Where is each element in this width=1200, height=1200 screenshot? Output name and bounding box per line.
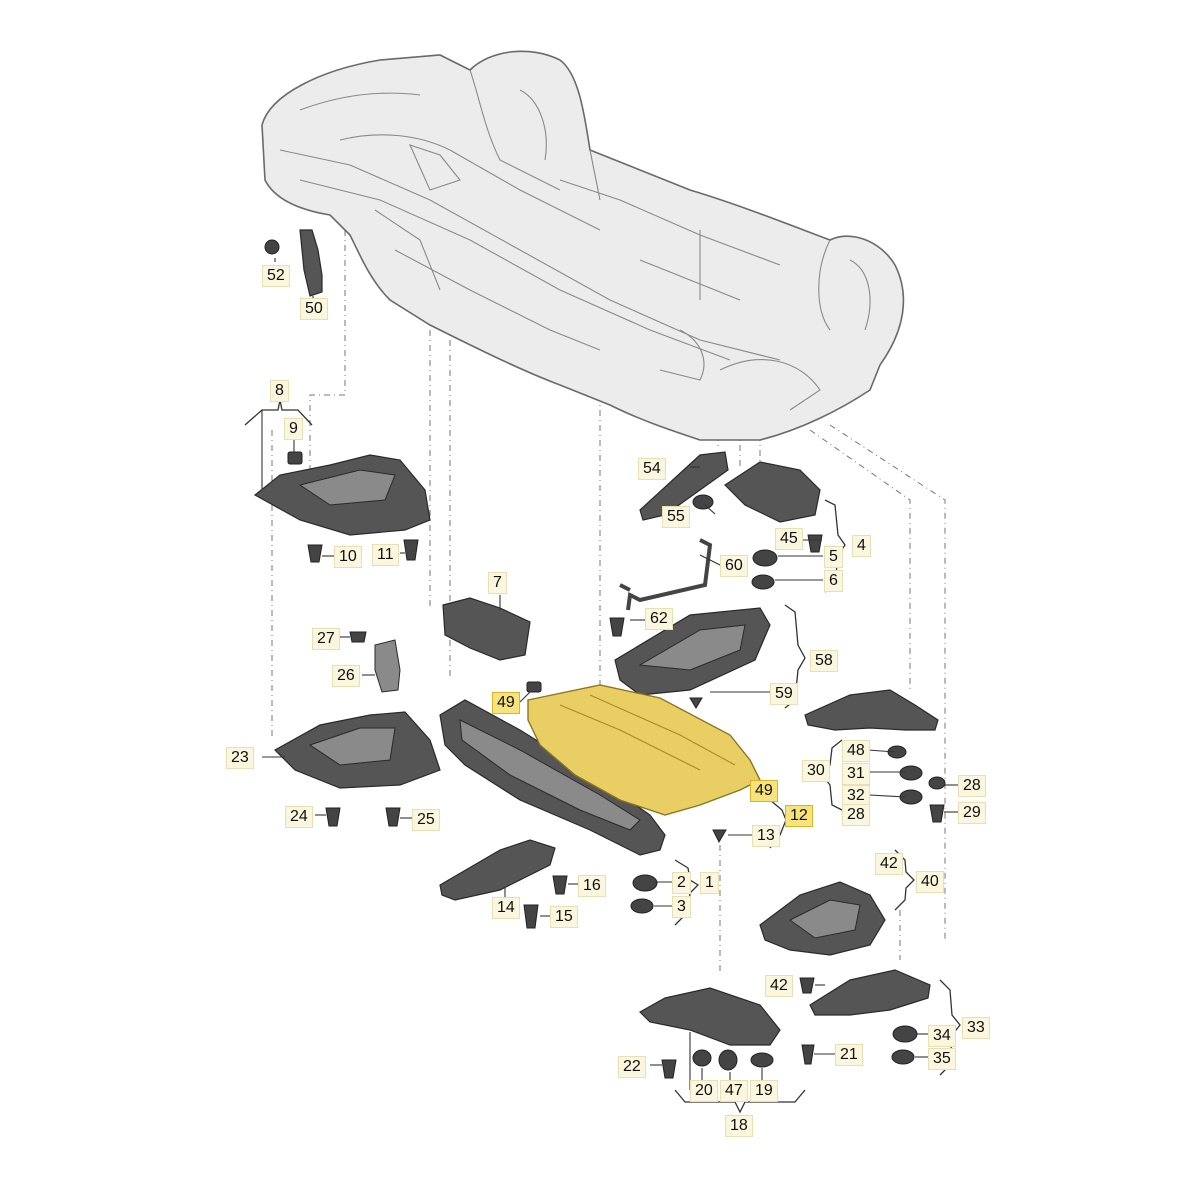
callout-27[interactable]: 27 xyxy=(312,628,340,650)
callout-6[interactable]: 6 xyxy=(824,570,843,592)
callout-30[interactable]: 30 xyxy=(802,760,830,782)
callout-42-lower[interactable]: 42 xyxy=(765,975,793,997)
callout-1[interactable]: 1 xyxy=(700,872,719,894)
callout-14[interactable]: 14 xyxy=(492,897,520,919)
underbody-panel-8[interactable] xyxy=(253,451,431,563)
callout-13[interactable]: 13 xyxy=(752,825,780,847)
sill-cover-1[interactable] xyxy=(439,699,666,914)
callout-19[interactable]: 19 xyxy=(750,1080,778,1102)
callout-24[interactable]: 24 xyxy=(285,806,313,828)
callout-21[interactable]: 21 xyxy=(835,1044,863,1066)
callout-29[interactable]: 29 xyxy=(958,802,986,824)
callout-52[interactable]: 52 xyxy=(262,265,290,287)
callout-4[interactable]: 4 xyxy=(852,535,871,557)
callout-31[interactable]: 31 xyxy=(842,763,870,785)
callout-23[interactable]: 23 xyxy=(226,747,254,769)
callout-9[interactable]: 9 xyxy=(284,418,303,440)
underbody-panel-33[interactable] xyxy=(809,969,931,1065)
callout-15[interactable]: 15 xyxy=(550,906,578,928)
callout-49-highlighted-right[interactable]: 49 xyxy=(750,780,778,802)
underbody-panel-58[interactable] xyxy=(614,607,771,709)
callout-7[interactable]: 7 xyxy=(488,572,507,594)
callout-60[interactable]: 60 xyxy=(720,555,748,577)
callout-28-lower[interactable]: 28 xyxy=(842,804,870,826)
callout-10[interactable]: 10 xyxy=(334,546,362,568)
callout-22[interactable]: 22 xyxy=(618,1056,646,1078)
callout-28-right[interactable]: 28 xyxy=(958,775,986,797)
callout-62[interactable]: 62 xyxy=(645,608,673,630)
callout-49-highlighted[interactable]: 49 xyxy=(492,692,520,714)
callout-42-upper[interactable]: 42 xyxy=(875,853,903,875)
callout-40[interactable]: 40 xyxy=(916,871,944,893)
callout-3[interactable]: 3 xyxy=(672,896,691,918)
callout-25[interactable]: 25 xyxy=(412,809,440,831)
callout-2[interactable]: 2 xyxy=(672,872,691,894)
callout-59[interactable]: 59 xyxy=(770,683,798,705)
callout-33[interactable]: 33 xyxy=(962,1017,990,1039)
callout-47[interactable]: 47 xyxy=(720,1080,748,1102)
callout-18[interactable]: 18 xyxy=(725,1115,753,1137)
rear-bracket-50[interactable] xyxy=(264,229,323,297)
callout-58[interactable]: 58 xyxy=(810,650,838,672)
callout-11[interactable]: 11 xyxy=(372,544,399,566)
callout-54[interactable]: 54 xyxy=(638,458,666,480)
callout-5[interactable]: 5 xyxy=(824,546,843,568)
callout-45[interactable]: 45 xyxy=(775,528,803,550)
underbody-panel-18[interactable] xyxy=(639,987,815,1079)
underbody-panel-23[interactable] xyxy=(274,711,441,827)
underbody-panel-4[interactable] xyxy=(724,461,823,590)
callout-32[interactable]: 32 xyxy=(842,785,870,807)
callout-48[interactable]: 48 xyxy=(842,740,870,762)
center-underbody-panel-12-highlighted[interactable] xyxy=(526,681,761,844)
callout-12-highlighted[interactable]: 12 xyxy=(785,805,813,827)
car-body-underside xyxy=(261,50,905,441)
heat-shield-strip-54[interactable] xyxy=(639,451,729,521)
mounting-piece-26[interactable] xyxy=(349,631,401,693)
callout-35[interactable]: 35 xyxy=(928,1048,956,1070)
callout-8[interactable]: 8 xyxy=(270,380,289,402)
underbody-panel-40[interactable] xyxy=(759,881,886,994)
callout-55[interactable]: 55 xyxy=(662,506,690,528)
callout-26[interactable]: 26 xyxy=(332,665,360,687)
callout-50[interactable]: 50 xyxy=(300,298,328,320)
callout-16[interactable]: 16 xyxy=(578,875,606,897)
underbody-panel-30[interactable] xyxy=(804,689,946,823)
heat-shield-7[interactable] xyxy=(442,597,531,661)
callout-20[interactable]: 20 xyxy=(690,1080,718,1102)
bracket-rod-60[interactable] xyxy=(609,538,713,637)
callout-34[interactable]: 34 xyxy=(928,1025,956,1047)
heat-shield-strip-14[interactable] xyxy=(439,839,568,929)
